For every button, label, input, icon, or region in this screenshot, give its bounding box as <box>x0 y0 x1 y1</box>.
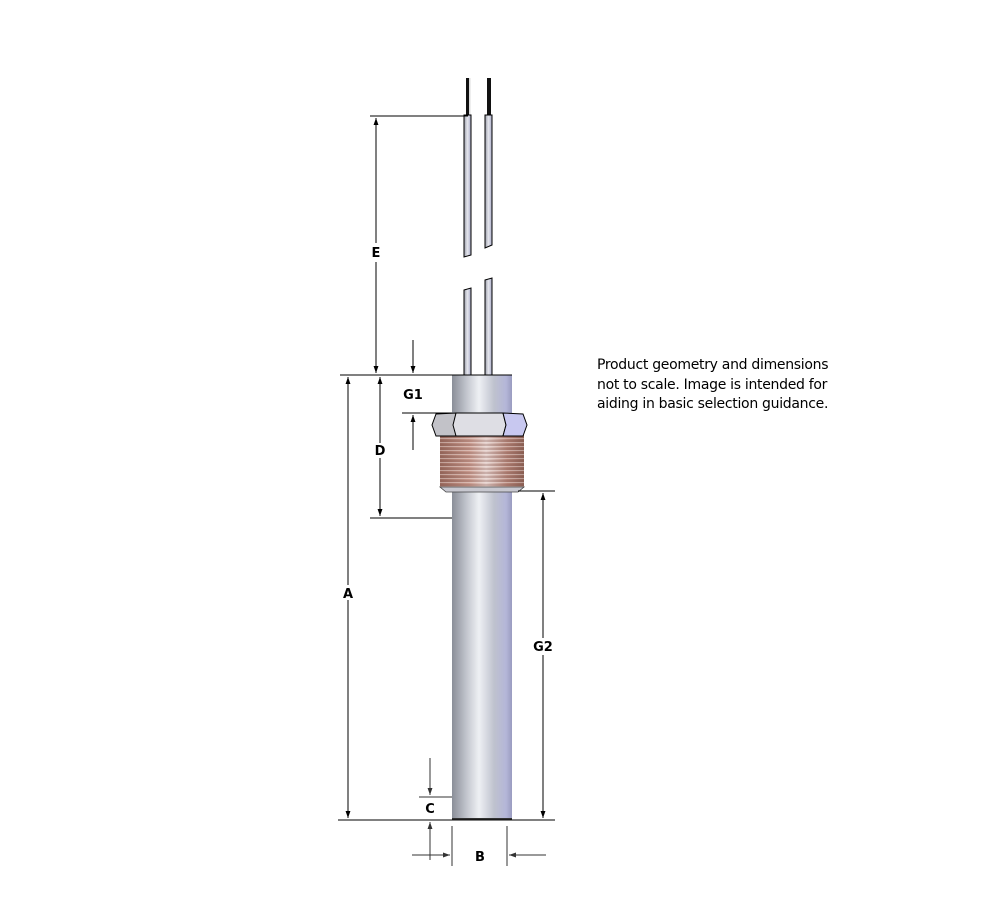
label-b: B <box>475 850 485 865</box>
label-a: A <box>343 587 353 602</box>
dimension-c: C <box>419 758 452 860</box>
dimension-a: A <box>343 377 353 818</box>
npt-thread <box>438 433 526 493</box>
label-e: E <box>372 246 381 261</box>
dimension-e: E <box>370 115 468 373</box>
disclaimer-note: Product geometry and dimensions not to s… <box>597 356 857 415</box>
label-g1: G1 <box>403 388 423 403</box>
lead-wires-lower <box>463 277 493 376</box>
note-line-1: Product geometry and dimensions <box>597 357 829 373</box>
dimension-b: B <box>412 826 546 866</box>
label-c: C <box>425 802 435 817</box>
label-d: D <box>375 444 386 459</box>
hex-nut <box>431 412 528 437</box>
dimension-g2: G2 <box>518 490 555 818</box>
dimension-d: D <box>370 377 452 519</box>
lead-wires-upper <box>463 78 493 258</box>
label-g2: G2 <box>533 640 553 655</box>
note-line-3: aiding in basic selection guidance. <box>597 396 829 412</box>
dimension-g1: G1 <box>402 340 452 450</box>
note-line-2: not to scale. Image is intended for <box>597 376 828 393</box>
